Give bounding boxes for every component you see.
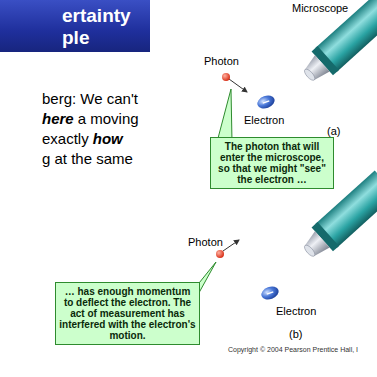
slide-title: ertainty ple: [62, 5, 148, 49]
callout-text: The photon that will enter the microscop…: [214, 141, 330, 185]
body-text-line: exactlyhow: [42, 130, 123, 148]
body-text: how: [93, 130, 123, 147]
body-text: berg: We can't: [42, 90, 138, 107]
part-label: Microscope: [292, 2, 348, 15]
callout-text: … has enough momentum to deflect the ele…: [59, 286, 196, 341]
body-text-line: g at the same: [42, 150, 133, 168]
copyright-note: Copyright © 2004 Pearson Prentice Hall, …: [228, 346, 358, 354]
callout-box: The photon that will enter the microscop…: [210, 137, 334, 189]
title-band: ertainty ple: [0, 0, 150, 52]
body-text-line: berg: We can't: [42, 90, 138, 108]
part-label: Photon: [188, 236, 223, 249]
photon-path: [229, 79, 247, 92]
callout-pointer: [217, 89, 232, 142]
electron: [255, 93, 276, 110]
part-label: Photon: [204, 55, 239, 68]
photon: [222, 73, 230, 81]
electron: [259, 284, 280, 301]
part-label: Electron: [244, 114, 284, 127]
photon: [216, 250, 224, 258]
body-text: exactly: [42, 130, 89, 147]
body-text: a moving: [78, 110, 139, 127]
photon-path: [223, 240, 239, 251]
body-text-line: herea moving: [42, 110, 139, 128]
body-text: here: [42, 110, 74, 127]
callout-box: … has enough momentum to deflect the ele…: [55, 282, 200, 345]
body-text: g at the same: [42, 150, 133, 167]
part-label: Electron: [276, 305, 316, 318]
panel-label: (b): [289, 328, 302, 341]
